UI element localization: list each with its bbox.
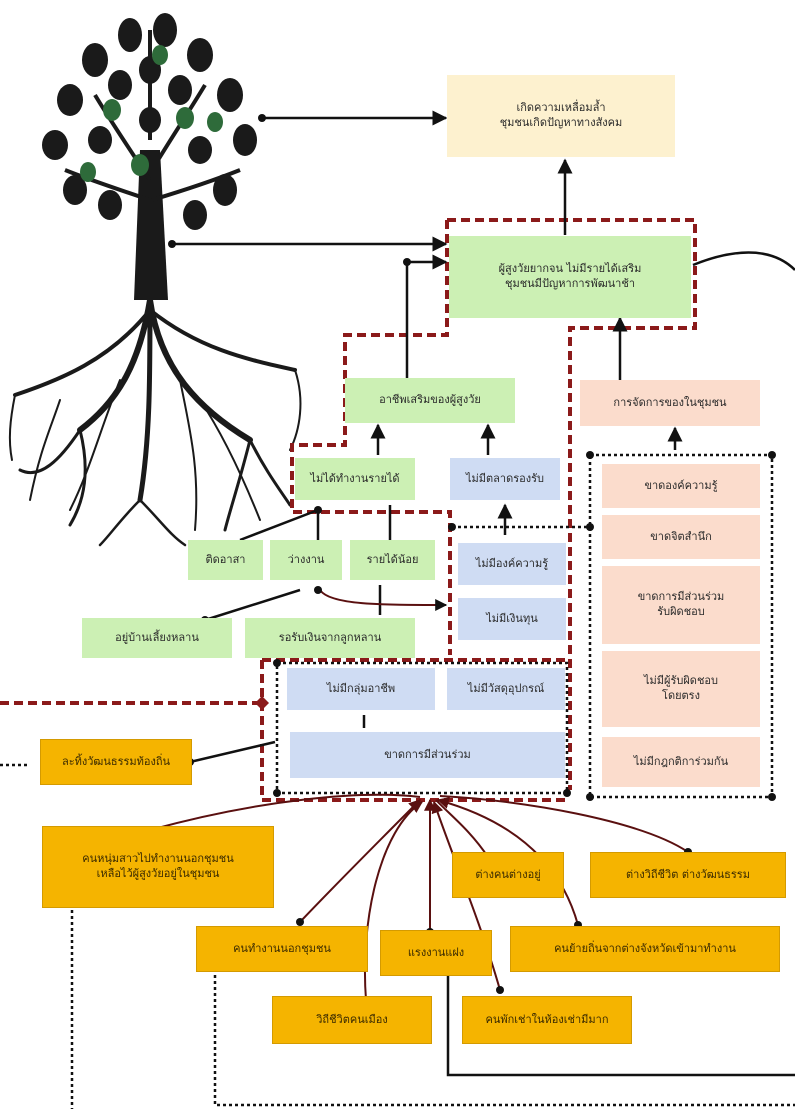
dotted-boundary — [0, 453, 795, 1109]
volunteer-box: ติดอาสา — [188, 540, 263, 580]
city-lifestyle-box: วิถีชีวิตคนเมือง — [272, 996, 432, 1044]
no-career-group-box: ไม่มีกลุ่มอาชีพ — [287, 668, 435, 710]
youth-leave-box: คนหนุ่มสาวไปทำงานนอกชุมชน เหลือไว้ผู้สูง… — [42, 826, 274, 908]
no-participation-box: ขาดการมีส่วนร่วม — [290, 732, 565, 778]
lack-knowledge-box: ขาดองค์ความรู้ — [602, 464, 760, 508]
no-capital-box: ไม่มีเงินทุน — [458, 598, 566, 640]
separate-living-box: ต่างคนต่างอยู่ — [452, 852, 564, 898]
no-equipment-box: ไม่มีวัสดุอุปกรณ์ — [447, 668, 565, 710]
elderly-career-box: อาชีพเสริมของผู้สูงวัย — [345, 378, 515, 423]
no-market-box: ไม่มีตลาดรองรับ — [450, 458, 560, 500]
arrow-lines — [172, 110, 795, 1077]
junction-diamond — [255, 696, 269, 710]
rental-room-box: คนพักเช่าในห้องเช่ามีมาก — [462, 996, 632, 1044]
work-outside-box: คนทำงานนอกชุมชน — [196, 926, 368, 972]
migrant-workers-box: คนย้ายถิ่นจากต่างจังหวัดเข้ามาทำงาน — [510, 926, 780, 972]
abandon-tradition-box: ละทิ้งวัฒนธรรมท้องถิ่น — [40, 739, 192, 785]
community-management-box: การจัดการของในชุมชน — [580, 380, 760, 426]
no-income-work-box: ไม่ได้ทำงานรายได้ — [295, 458, 415, 500]
top-problem-box: เกิดความเหลื่อมล้ำ ชุมชนเกิดปัญหาทางสังค… — [447, 75, 675, 157]
no-owner-box: ไม่มีผู้รับผิดชอบ โดยตรง — [602, 651, 760, 727]
different-lifestyle-box: ต่างวิถีชีวิต ต่างวัฒนธรรม — [590, 852, 786, 898]
lack-responsibility-box: ขาดการมีส่วนร่วม รับผิดชอบ — [602, 566, 760, 644]
wait-money-box: รอรับเงินจากลูกหลาน — [245, 618, 415, 658]
hidden-labor-box: แรงงานแฝง — [380, 930, 492, 976]
grandchild-care-box: อยู่บ้านเลี้ยงหลาน — [82, 618, 232, 658]
tree-illustration — [8, 13, 302, 547]
low-income-box: รายได้น้อย — [350, 540, 435, 580]
no-knowledge-box: ไม่มีองค์ความรู้ — [458, 543, 566, 585]
unemployed-box: ว่างงาน — [270, 540, 342, 580]
lack-awareness-box: ขาดจิตสำนึก — [602, 515, 760, 559]
no-rules-box: ไม่มีกฎกติการ่วมกัน — [602, 737, 760, 787]
core-problem-box: ผู้สูงวัยยากจน ไม่มีรายได้เสริม ชุมชนมีป… — [449, 236, 691, 318]
